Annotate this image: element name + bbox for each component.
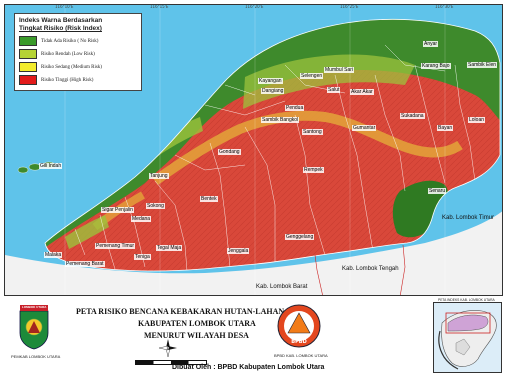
village-label[interactable]: Anyar [423,41,439,47]
inset-map[interactable] [433,302,502,373]
lombok-utara-logo: LOMBOK UTARA [16,303,52,351]
village-label[interactable]: Santong [302,129,323,135]
legend-item: Risiko Rendah (Low Risk) [19,49,137,59]
village-label[interactable]: Tegal Maja [156,245,183,251]
legend-item: Tidak Ada Risiko ( No Risk) [19,36,137,46]
title-block: LOMBOK UTARA PEMKAB LOMBOK UTARA PETA RI… [4,297,503,376]
village-label[interactable]: Selengen [300,73,324,79]
legend-item: Risiko Sedang (Medium Risk) [19,62,137,72]
legend-swatch [19,36,37,46]
village-label[interactable]: Rempek [303,167,324,173]
legend-swatch [19,62,37,72]
scale-bar [135,360,207,365]
village-label[interactable]: Dangiang [261,88,285,94]
village-label[interactable]: Loloan [468,117,486,123]
map-title-line1: PETA RISIKO BENCANA KEBAKARAN HUTAN-LAHA… [76,307,285,316]
legend-title: Indeks Warna Berdasarkan [19,17,103,24]
region-label-lombok-timur: Kab. Lombok Timur [442,215,495,221]
legend-swatch [19,49,37,59]
village-label[interactable]: Senaru [428,188,447,194]
legend: Indeks Warna Berdasarkan Tingkat Risiko … [14,13,142,91]
outside-area [5,211,502,295]
legend-swatch [19,75,37,85]
regency-border-lombok-tengah [314,254,323,295]
village-label[interactable]: Sambik Elen [467,62,498,68]
village-label[interactable]: Karang Bajo [421,63,451,69]
inset-title: PETA INDEKS KAB. LOMBOK UTARA [438,298,495,302]
village-label[interactable]: Sokong [146,203,165,209]
region-label-lombok-tengah: Kab. Lombok Tengah [342,266,399,272]
right-logo-caption: BPBD KAB. LOMBOK UTARA [274,353,328,358]
north-arrow-icon [158,338,178,358]
credit-text: Dibuat Oleh : BPBD Kabupaten Lombok Utar… [172,364,325,371]
left-logo-caption: PEMKAB LOMBOK UTARA [11,354,61,359]
village-label[interactable]: Salut [327,87,341,93]
village-label[interactable]: Gili Indah [39,163,63,169]
map-frame: 116°10'E 116°15'E 116°20'E 116°25'E 116°… [4,4,503,296]
village-label[interactable]: Pemenang Timur [95,243,136,249]
village-label[interactable]: Sambik Bangkol [261,117,300,123]
region-label-lombok-barat: Kab. Lombok Barat [255,284,309,291]
legend-subtitle: Tingkat Risiko (Risk Index) [19,25,102,32]
village-label[interactable]: Genggelang [285,234,315,240]
svg-text:BPBD: BPBD [291,339,306,345]
legend-item: Risiko Tinggi (High Risk) [19,75,137,85]
village-label[interactable]: Sukadana [400,113,425,119]
village-label[interactable]: Malaka [44,252,63,258]
grid-label: 116°10'E [55,4,74,9]
village-label[interactable]: Sigar Penjalin [101,207,134,213]
village-label[interactable]: Gumantar [352,125,377,131]
village-label[interactable]: Bayan [437,125,454,131]
grid-label: 116°15'E [150,4,169,9]
village-label[interactable]: Kayangan [258,78,283,84]
bpbd-logo: BPBD [276,303,322,349]
coastline [44,18,501,272]
village-label[interactable]: Medana [131,216,152,222]
village-label[interactable]: Bentek [200,196,218,202]
grid-label: 116°25'E [340,4,359,9]
village-label[interactable]: Pendua [285,105,305,111]
village-label[interactable]: Mumbul Sari [324,67,355,73]
grid-label: 116°30'E [435,4,454,9]
regency-border-lombok-timur [400,244,406,295]
village-label[interactable]: Pemenang Barat [65,261,105,267]
grid-label: 116°20'E [245,4,264,9]
village-label[interactable]: Akar Akar [350,89,374,95]
map-title-line2: KABUPATEN LOMBOK UTARA [138,319,256,328]
map-title-line3: MENURUT WILAYAH DESA [144,331,249,340]
village-label[interactable]: Gondang [218,149,241,155]
village-label[interactable]: Teniga [134,254,151,260]
village-label[interactable]: Jenggala [227,248,250,254]
village-label[interactable]: Tanjung [149,173,169,179]
